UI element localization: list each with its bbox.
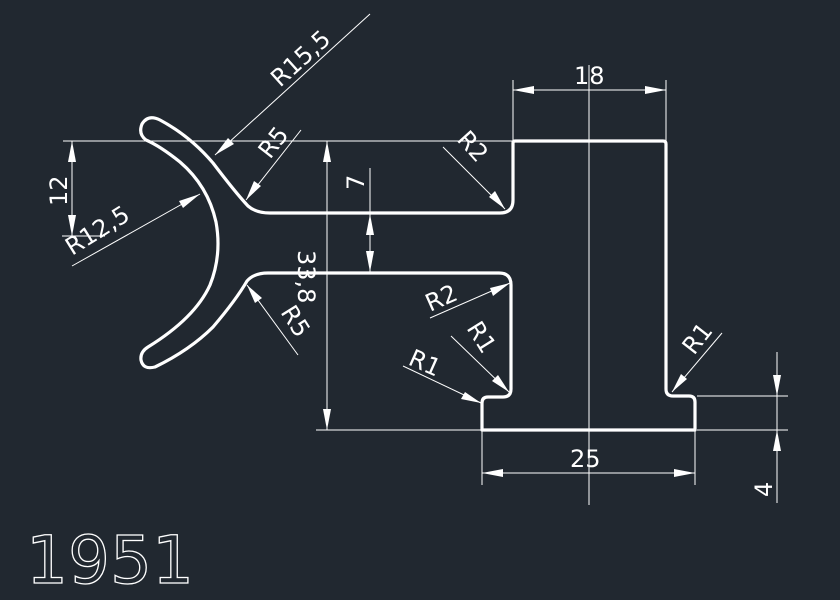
radius-text-r5-lower: R5 [275,300,316,342]
arrow-icon [461,392,481,403]
radius-text-r1-left: R1 [405,344,446,383]
dim-text-4: 4 [750,482,778,497]
arrow-icon [482,469,503,477]
arrow-icon [215,138,234,155]
arrow-icon [179,194,200,208]
arrow-icon [672,374,687,392]
radius-text-r2-lower: R2 [421,279,462,318]
arrow-icon [68,141,76,162]
arrow-icon [645,86,666,94]
arrow-icon [366,214,374,235]
arrow-icon [366,251,374,272]
radius-text-r5-upper: R5 [253,121,295,163]
dim-text-18: 18 [574,62,605,90]
arrow-icon [323,141,331,162]
arrow-icon [247,285,262,303]
radius-text-r15-5: R15,5 [265,25,336,93]
arrow-icon [246,181,261,200]
arrow-icon [513,86,534,94]
part-number-label: 1951 [26,522,194,599]
arrow-icon [490,283,510,296]
dim-text-33-8: 33,8 [292,250,320,303]
dim-text-7: 7 [342,175,370,190]
leader-r12-5 [71,193,201,267]
leader-r15-5 [214,13,371,156]
arrow-icon [68,215,76,236]
profile-outline [139,116,697,432]
arrow-icon [323,409,331,430]
arrow-icon [773,430,781,451]
dim-text-12: 12 [45,175,73,206]
radius-text-r1-right: R1 [677,317,719,359]
arrow-icon [773,375,781,396]
arrow-icon [489,191,505,209]
arrow-icon [674,469,695,477]
arrow-icon [492,375,509,392]
dim-text-25: 25 [570,445,601,473]
